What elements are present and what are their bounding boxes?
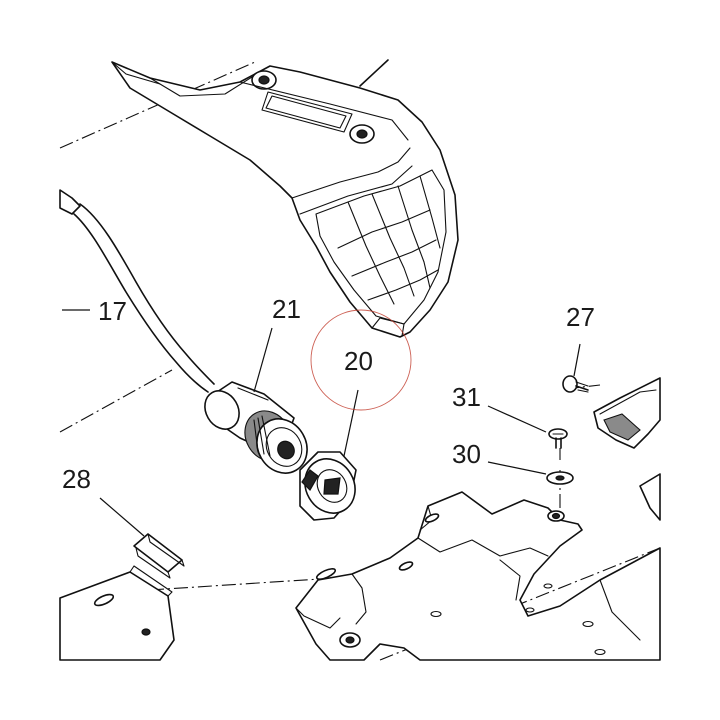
fasteners — [546, 375, 589, 485]
upper-cover — [111, 59, 459, 338]
cap-20 — [299, 451, 357, 521]
leader-lines — [62, 309, 581, 537]
callout-21: 21 — [272, 294, 301, 324]
highlight-circle — [310, 309, 412, 411]
callout-27: 27 — [566, 302, 595, 332]
callout-30: 30 — [452, 439, 481, 469]
callout-28: 28 — [62, 464, 91, 494]
right-bracket — [593, 377, 661, 521]
lower-left-bracket — [59, 565, 175, 661]
clip-28 — [133, 533, 185, 579]
callout-20: 20 — [344, 346, 373, 376]
cable-17 — [59, 189, 215, 393]
socket-21 — [204, 381, 308, 474]
lower-main-bracket — [295, 491, 661, 661]
callout-17: 17 — [98, 296, 127, 326]
callout-31: 31 — [452, 382, 481, 412]
